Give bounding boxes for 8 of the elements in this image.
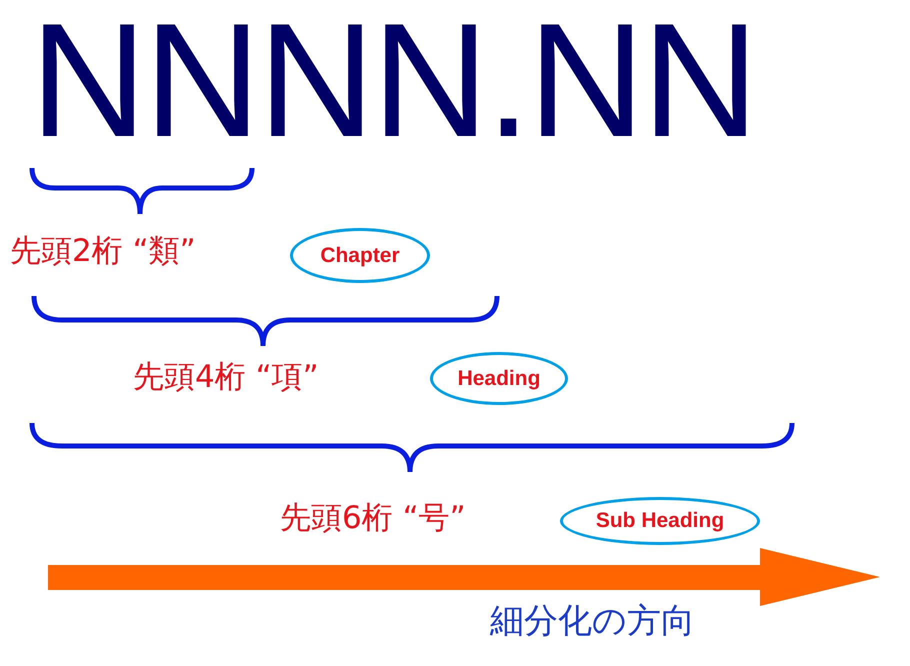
ellipse-label: Chapter <box>290 228 430 283</box>
digit-level-label: 先頭2桁 “類” <box>10 236 196 267</box>
ellipse-label: Sub Heading <box>560 497 760 545</box>
ellipse-label: Heading <box>430 352 568 405</box>
direction-label: 細分化の方向 <box>490 600 695 643</box>
digit-level-label: 先頭6桁 “号” <box>280 503 466 534</box>
code-format-text: NNNN.NN <box>30 0 756 162</box>
digit-level-label: 先頭4桁 “項” <box>133 362 319 393</box>
